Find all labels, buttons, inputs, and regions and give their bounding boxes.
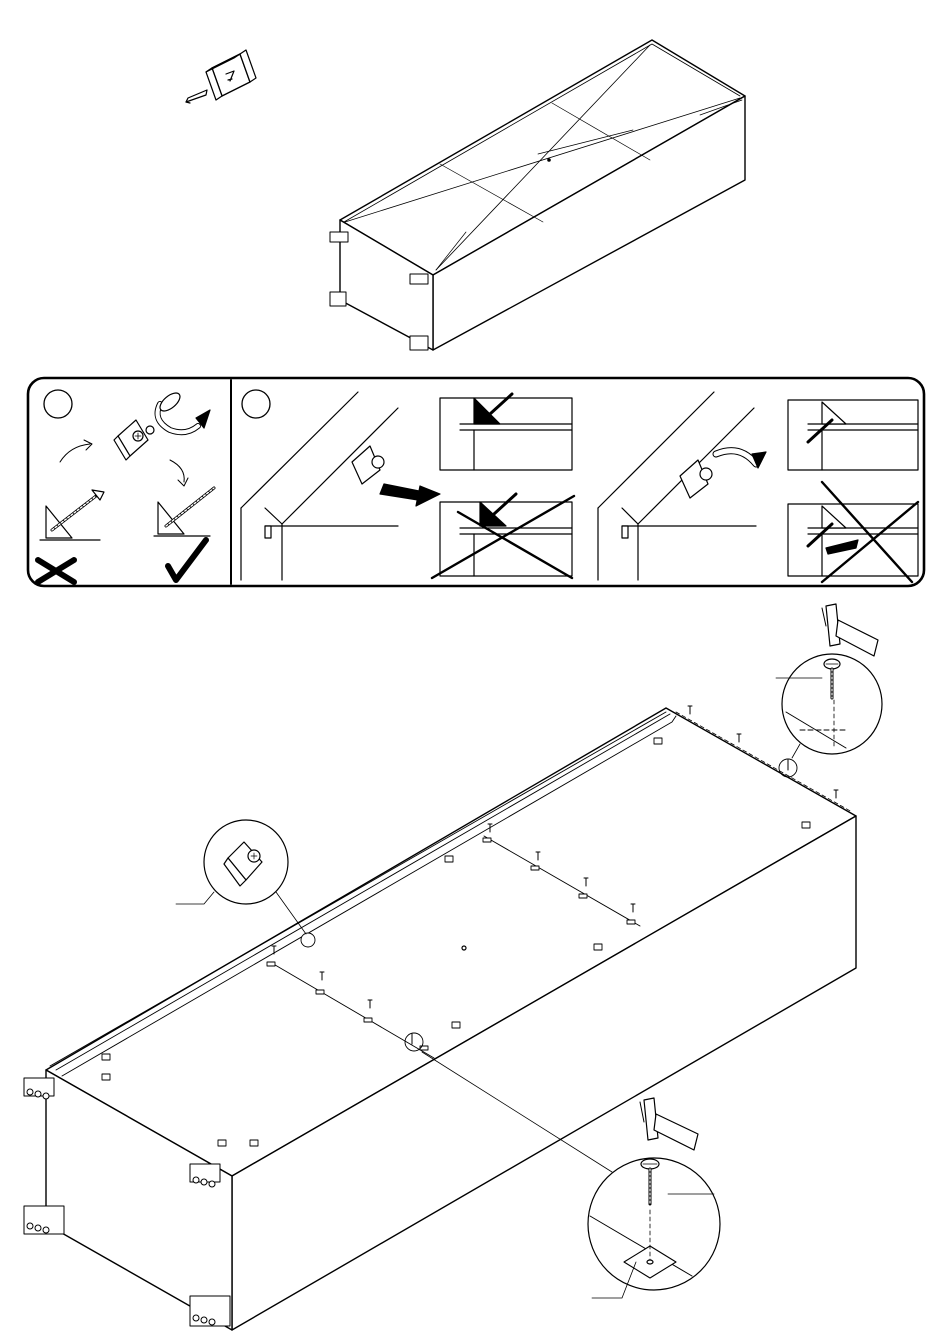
step-marker [44, 390, 72, 418]
inset-wrong [432, 494, 574, 578]
cabinet-back-fixing [24, 706, 856, 1330]
instruction-band [28, 378, 924, 586]
inset-b-correct [788, 400, 918, 470]
hammer-icon [640, 1098, 698, 1150]
tape-measure-icon [186, 50, 256, 103]
inset-correct [440, 394, 572, 470]
step-marker [242, 390, 270, 418]
cabinet-diagonal-check [330, 40, 745, 350]
nail-detail-top [776, 654, 882, 758]
connector-detail [176, 820, 306, 934]
ref-circle-connector [301, 933, 315, 947]
hammer-icon [822, 604, 878, 656]
